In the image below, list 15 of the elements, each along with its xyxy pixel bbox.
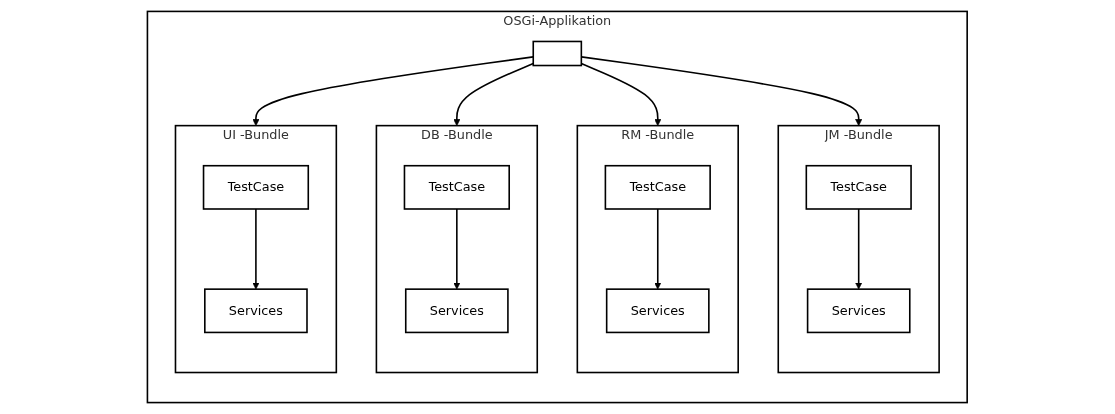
node-box: Services: [405, 288, 509, 334]
node-box: TestCase: [604, 164, 712, 210]
arrow: [453, 208, 461, 290]
node-box: Services: [807, 288, 911, 334]
arrow: [855, 208, 863, 290]
arrow: [580, 62, 662, 126]
arrow: [252, 208, 260, 290]
node-box: Services: [204, 288, 308, 334]
node-box: Services: [606, 288, 710, 334]
node-box: TestCase: [202, 164, 310, 210]
node-box: [532, 40, 583, 67]
node-box: TestCase: [805, 164, 913, 210]
node-box: TestCase: [403, 164, 511, 210]
arrow: [654, 208, 662, 290]
arrow: [580, 56, 863, 126]
